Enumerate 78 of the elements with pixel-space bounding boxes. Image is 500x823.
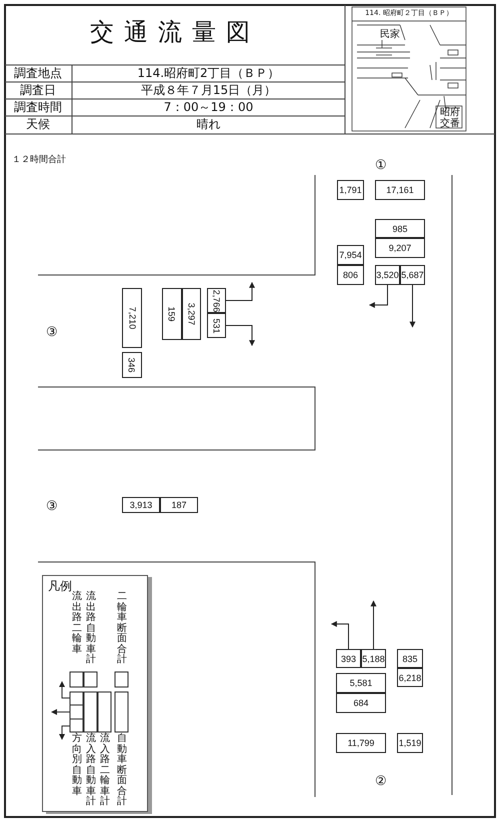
count-box (397, 668, 423, 687)
section-note: １２時間合計 (12, 156, 66, 165)
count-box (336, 649, 361, 668)
traffic-count: 3,297 (186, 302, 196, 326)
count-box (160, 497, 198, 513)
traffic-count: 159 (167, 306, 177, 322)
count-box (375, 238, 425, 258)
field-label: 調査地点 (13, 67, 63, 79)
legend-label: 自動車断面合計 (117, 734, 127, 808)
count-box (337, 245, 364, 265)
count-box (207, 313, 226, 338)
count-box (361, 649, 386, 668)
count-box (122, 288, 142, 348)
traffic-count: 187 (171, 500, 187, 510)
field-label: 調査時間 (13, 101, 63, 113)
traffic-count: 11,799 (348, 738, 374, 748)
flow-arrow (370, 600, 376, 650)
legend-label: 流入路二輪車計 (100, 734, 110, 808)
traffic-count: 1,519 (398, 738, 422, 748)
traffic-count: 2,766 (212, 289, 222, 312)
flow-arrow (410, 284, 416, 328)
count-box (207, 288, 226, 313)
field-label: 調査日 (19, 84, 57, 96)
map-label: 昭府交番 (439, 108, 461, 129)
legend-label: 二輪車断面合計 (117, 592, 127, 666)
count-box (162, 288, 182, 340)
traffic-count: 6,218 (398, 672, 422, 682)
traffic-count: 5,581 (350, 678, 372, 688)
traffic-count: 5,188 (362, 654, 385, 664)
field-value: 114.昭府町2丁目（ＢＰ） (136, 67, 281, 79)
traffic-count: 806 (342, 270, 358, 280)
flow-arrow (226, 282, 255, 301)
traffic-count: 5,687 (401, 270, 424, 280)
count-box (375, 180, 425, 200)
traffic-count: 835 (402, 654, 418, 664)
traffic-count: 393 (340, 654, 356, 664)
traffic-count: 346 (127, 357, 137, 373)
count-box (336, 693, 386, 713)
count-box (397, 733, 423, 753)
field-value: 平成８年７月15日（月） (140, 84, 278, 96)
legend-label: 方向別自動車 (72, 734, 82, 797)
count-box (400, 265, 425, 285)
count-box (182, 288, 201, 340)
legend-title: 凡例 (48, 580, 72, 592)
count-box (375, 219, 425, 238)
flow-arrow (226, 325, 255, 346)
legend-label: 流入路自動車計 (86, 734, 96, 808)
traffic-count: 684 (353, 698, 369, 708)
field-value: 晴れ (196, 118, 222, 130)
approach-number: ③ (46, 326, 58, 339)
traffic-count: 7,954 (339, 250, 362, 260)
field-value: 7：00～19：00 (162, 101, 254, 113)
traffic-count: 1,791 (339, 185, 362, 195)
traffic-count: 17,161 (386, 185, 414, 195)
traffic-count: 3,913 (130, 500, 152, 510)
approach-number: ① (375, 159, 387, 172)
traffic-count: 985 (392, 224, 408, 234)
count-box (336, 673, 386, 693)
approach-number: ② (375, 775, 387, 788)
flow-arrow (330, 621, 349, 650)
traffic-count: 3,520 (376, 270, 399, 280)
count-box (337, 265, 364, 285)
count-box (122, 352, 142, 378)
count-box (336, 733, 386, 753)
count-box (337, 180, 364, 200)
traffic-count: 7,210 (127, 306, 137, 330)
count-box (375, 265, 400, 285)
count-box (122, 497, 160, 513)
field-label: 天候 (25, 118, 51, 130)
traffic-count: 531 (212, 318, 222, 334)
traffic-count: 9,207 (388, 243, 412, 253)
diagram-title: 交通流量図 (89, 20, 261, 44)
legend-label: 流出路二輪車 (72, 592, 82, 655)
count-box (397, 649, 423, 668)
legend-label: 流出路自動車計 (86, 592, 96, 666)
map-label: 民家 (380, 30, 400, 40)
approach-number: ③ (46, 500, 58, 513)
flow-arrow (368, 284, 388, 308)
